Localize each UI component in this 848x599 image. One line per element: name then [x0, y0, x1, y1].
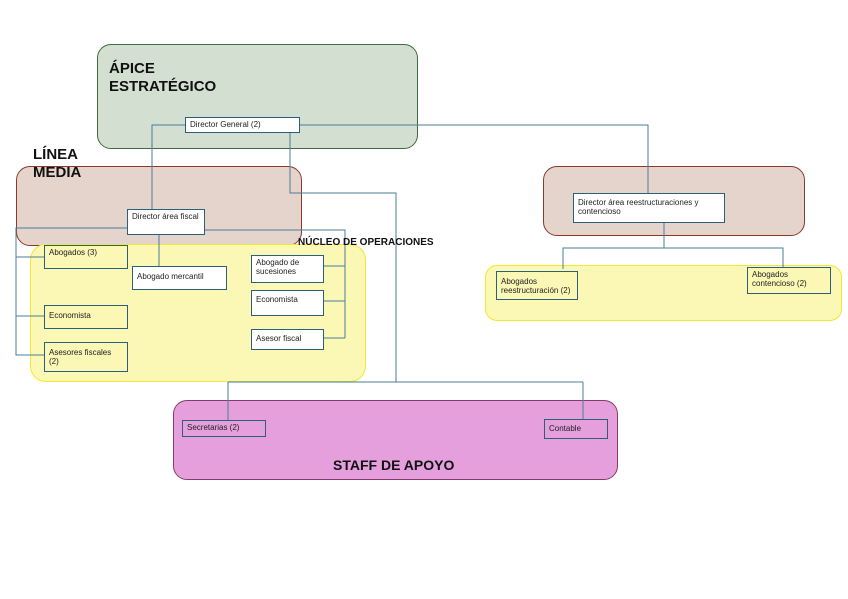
node-abogados-contencioso: Abogados contencioso (2): [747, 267, 831, 294]
connector: [300, 124, 649, 193]
node-asesor-fiscal: Asesor fiscal: [251, 329, 324, 350]
node-asesores-fiscales: Asesores fiscales (2): [44, 342, 128, 372]
node-abogado-mercantil: Abogado mercantil: [132, 266, 227, 290]
node-economista-left: Economista: [44, 305, 128, 329]
connector: [289, 133, 397, 382]
node-secretarias: Secretarias (2): [182, 420, 266, 437]
connector: [562, 247, 784, 269]
node-abogados-reestructuracion: Abogados reestructuración (2): [496, 271, 578, 300]
operations-core-title: NÚCLEO DE OPERACIONES: [298, 237, 434, 248]
apex-title: ÁPICE ESTRATÉGICO: [109, 60, 217, 95]
node-contable: Contable: [544, 419, 608, 439]
node-abogados: Abogados (3): [44, 245, 128, 269]
node-director-reestructuraciones: Director área reestructuraciones y conte…: [573, 193, 725, 223]
node-director-general: Director General (2): [185, 117, 300, 133]
node-economista-mid: Economista: [251, 290, 324, 316]
support-staff-title: STAFF DE APOYO: [333, 457, 455, 473]
connector: [205, 229, 346, 338]
middle-line-title: LÍNEA MEDIA: [33, 146, 82, 181]
connector: [151, 124, 185, 210]
connector: [15, 227, 127, 356]
node-abogado-sucesiones: Abogado de sucesiones: [251, 255, 324, 283]
node-director-fiscal: Director área fiscal: [127, 209, 205, 235]
support-staff-region: [173, 400, 618, 480]
